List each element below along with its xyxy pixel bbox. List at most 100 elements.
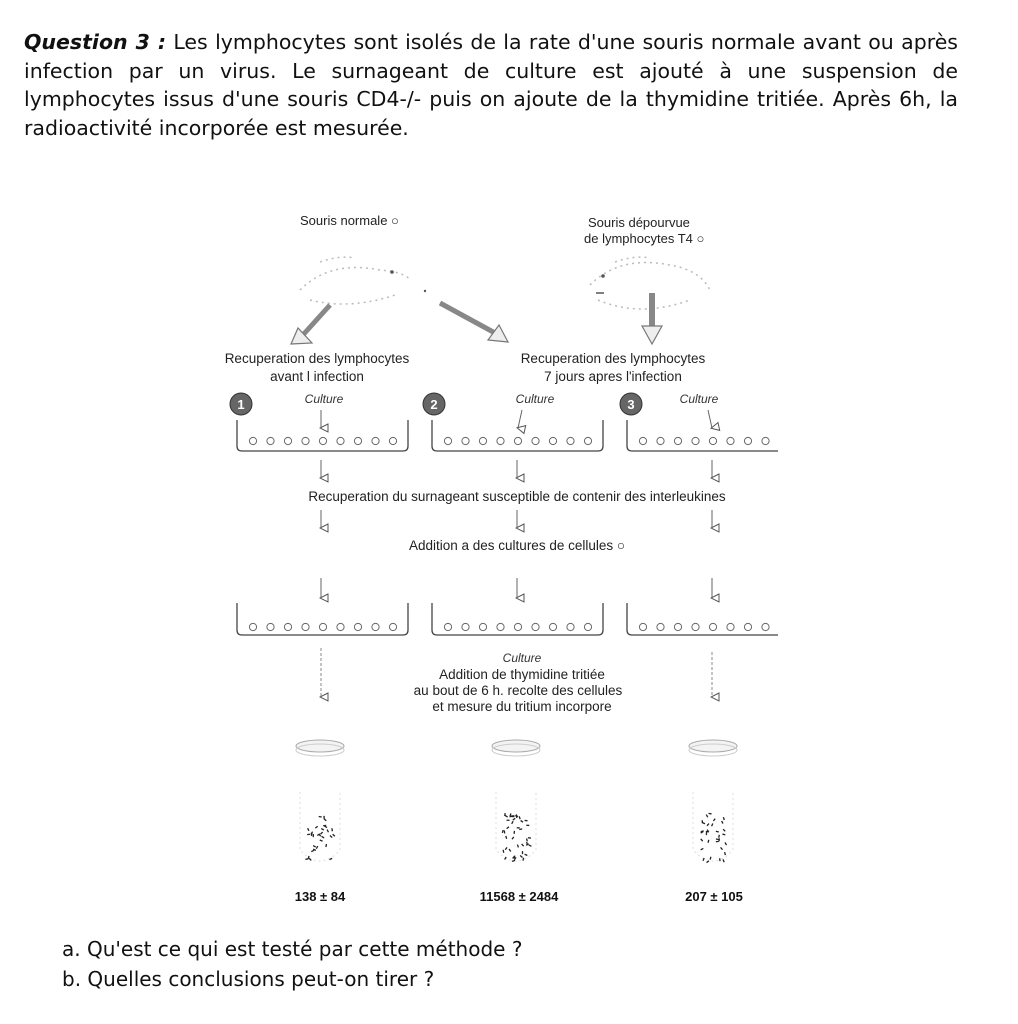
cell-speck: [308, 857, 312, 861]
culture-label-4: Culture: [503, 651, 542, 665]
cell-speck: [701, 821, 706, 825]
plate-wells-middle: [248, 622, 770, 632]
plate-well: [283, 436, 293, 446]
cell-speck: [511, 859, 516, 863]
question-label: Question 3 :: [24, 30, 167, 54]
supernatant-label: Recuperation du surnageant susceptible d…: [308, 489, 726, 504]
cell-speck: [506, 826, 510, 830]
plate-well: [691, 622, 700, 632]
cell-speck: [504, 814, 509, 818]
svg-text:3: 3: [627, 397, 634, 412]
cell-speck: [511, 820, 514, 825]
plate-well: [388, 622, 398, 632]
plate-well: [583, 622, 593, 632]
plate-well: [638, 622, 648, 632]
plate-well: [248, 622, 258, 632]
cell-speck: [324, 825, 328, 829]
cell-speck: [310, 831, 314, 835]
cell-speck: [508, 848, 512, 852]
plate-well: [496, 622, 505, 632]
plate-well: [266, 436, 275, 446]
cell-speck: [528, 844, 532, 847]
plate-well: [496, 436, 505, 446]
plate-well: [478, 622, 488, 632]
culture-label-3: Culture: [680, 392, 719, 406]
normal-mouse-illustration: [299, 256, 411, 305]
cell-speck: [525, 838, 528, 842]
deficient-mouse-illustration: [589, 256, 711, 310]
culture-plate-5: [431, 603, 604, 636]
plate-well: [461, 622, 470, 632]
result-2: 11568 ± 2484: [480, 889, 559, 904]
culture-plate-3: [626, 420, 778, 452]
cell-speck: [318, 833, 322, 837]
recovery-before-label-1: Recuperation des lymphocytes: [225, 351, 410, 366]
cell-speck: [723, 851, 727, 856]
cell-speck: [720, 846, 723, 851]
cell-speck: [511, 836, 515, 840]
cell-speck: [504, 846, 508, 851]
plate-well: [531, 436, 540, 446]
thymidine-label-3: et mesure du tritium incorpore: [432, 699, 611, 714]
cell-speck: [518, 816, 521, 820]
plate-well: [656, 622, 665, 632]
mouse-normal-label: Souris normale ○: [300, 213, 399, 228]
sub-question-b: b. Quelles conclusions peut-on tirer ?: [62, 967, 435, 991]
cell-speck: [525, 841, 529, 846]
plate-well: [743, 436, 753, 446]
cell-speck: [515, 814, 518, 819]
plate-well: [353, 436, 363, 446]
plate-well: [301, 622, 310, 632]
plate-well: [726, 622, 735, 632]
plate-well: [673, 436, 683, 446]
cell-speck: [307, 827, 310, 832]
plate-well: [318, 436, 328, 446]
plate-well: [248, 436, 258, 446]
cell-speck: [721, 820, 724, 824]
cell-speck: [707, 839, 710, 843]
cell-speck: [706, 860, 710, 864]
plate-well: [371, 436, 380, 446]
plate-well: [443, 436, 453, 446]
plate-well: [566, 436, 575, 446]
cell-speck: [708, 812, 712, 815]
plate-well: [761, 622, 770, 632]
plate-well: [583, 436, 593, 446]
cell-speck: [706, 823, 710, 827]
marker-1: 1: [229, 392, 253, 416]
cell-speck: [520, 819, 524, 823]
cell-speck: [724, 842, 728, 846]
cell-speck: [709, 856, 712, 860]
cell-speck: [700, 830, 704, 833]
cell-speck: [312, 845, 317, 848]
culture-plate-6: [626, 603, 778, 636]
plate-well: [371, 622, 380, 632]
test-tube-3: [688, 739, 738, 862]
plate-well: [478, 436, 488, 446]
cell-speck: [722, 859, 725, 863]
mouse-deficient-label-2: de lymphocytes T4 ○: [584, 231, 704, 246]
cell-speck: [512, 855, 516, 859]
cell-speck: [512, 817, 516, 821]
thymidine-label-2: au bout de 6 h. recolte des cellules: [414, 683, 623, 698]
plate-well: [513, 622, 523, 632]
cell-speck: [331, 828, 334, 832]
cell-speck: [718, 834, 720, 838]
plate-well: [318, 622, 328, 632]
cell-speck: [329, 835, 333, 839]
plate-well: [301, 436, 310, 446]
cell-speck: [516, 844, 520, 848]
plate-well: [761, 436, 770, 446]
cell-speck: [319, 839, 323, 842]
cell-speck: [320, 831, 324, 835]
plate-well: [548, 436, 558, 446]
cell-speck: [504, 856, 507, 860]
plate-well: [353, 622, 363, 632]
cell-speck: [700, 847, 704, 851]
plate-well: [656, 436, 665, 446]
cell-speck: [312, 848, 317, 851]
plate-well: [266, 622, 275, 632]
cell-speck: [509, 813, 512, 817]
cell-speck: [711, 823, 714, 827]
cell-speck: [307, 855, 310, 860]
